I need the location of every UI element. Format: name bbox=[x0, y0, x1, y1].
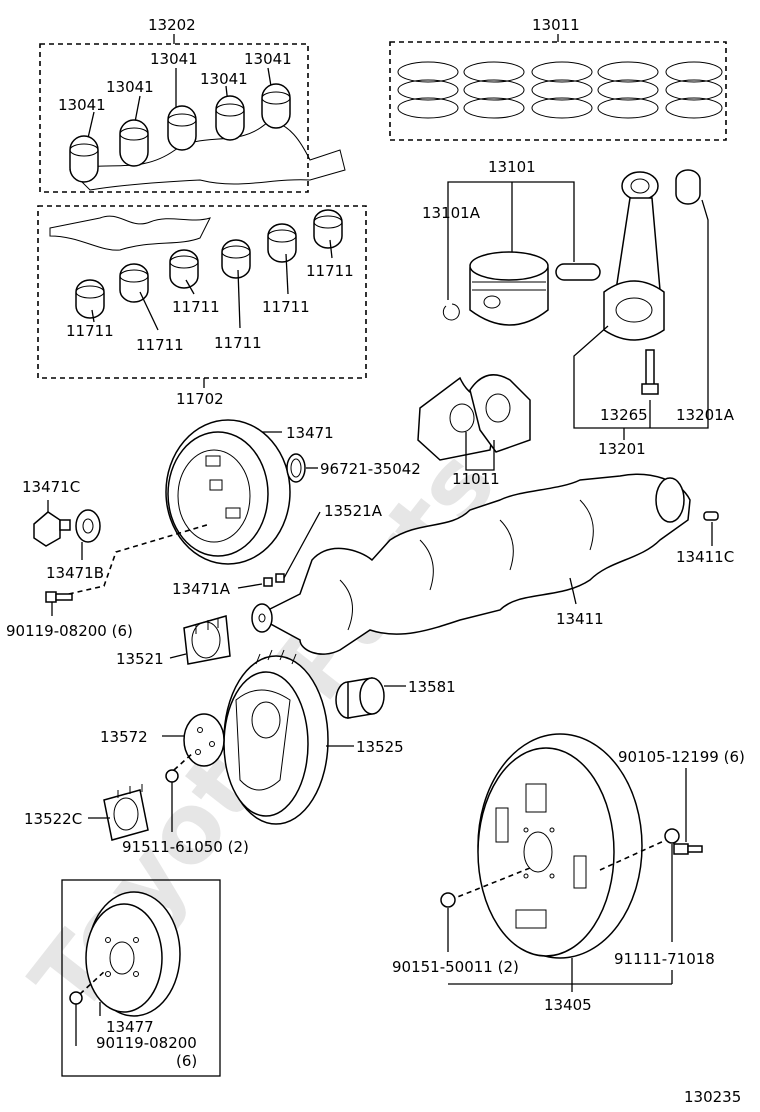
label-11711: 11711 bbox=[136, 336, 184, 354]
label-13265: 13265 bbox=[600, 406, 648, 424]
label-13522C: 13522C bbox=[24, 810, 82, 828]
label-13471: 13471 bbox=[286, 424, 334, 442]
figure-number: 130235 bbox=[684, 1088, 741, 1106]
bearing-shell bbox=[215, 95, 245, 141]
label-13101: 13101 bbox=[488, 158, 536, 176]
crank-pin-dowel bbox=[703, 511, 719, 521]
bearing-shell bbox=[75, 279, 105, 319]
piston-ring bbox=[463, 61, 525, 119]
bearing-shell bbox=[169, 249, 199, 289]
label-13581: 13581 bbox=[408, 678, 456, 696]
crank-spacer bbox=[335, 677, 385, 719]
piston-ring bbox=[665, 61, 723, 119]
piston-pin bbox=[555, 263, 601, 281]
label-90151: 90151-50011 (2) bbox=[392, 958, 519, 976]
bearing-shell bbox=[313, 209, 343, 249]
label-13202: 13202 bbox=[148, 16, 196, 34]
piston-ring bbox=[397, 61, 459, 119]
piston-ring-set bbox=[389, 34, 727, 141]
label-qty: (6) bbox=[176, 1052, 197, 1070]
label-13521A: 13521A bbox=[324, 502, 383, 520]
conrod-bolt bbox=[641, 349, 659, 395]
label-11711: 11711 bbox=[66, 322, 114, 340]
badge-b bbox=[664, 828, 680, 844]
label-13101A: 13101A bbox=[422, 204, 481, 222]
label-90119: 90119-08200 bbox=[96, 1034, 197, 1052]
flywheel bbox=[477, 733, 643, 959]
label-13477: 13477 bbox=[106, 1018, 154, 1036]
bearing-shell bbox=[267, 223, 297, 263]
conrod-bearing bbox=[675, 169, 701, 205]
label-13041: 13041 bbox=[58, 96, 106, 114]
label-13471C: 13471C bbox=[22, 478, 80, 496]
label-13525: 13525 bbox=[356, 738, 404, 756]
pulley-bolt bbox=[33, 511, 71, 547]
piston bbox=[469, 251, 549, 326]
woodruff-key bbox=[263, 573, 285, 587]
crankshaft bbox=[251, 473, 691, 655]
pulley-washer bbox=[75, 509, 101, 543]
bearing-shell bbox=[167, 105, 197, 151]
badge-s bbox=[440, 892, 456, 908]
label-13041: 13041 bbox=[150, 50, 198, 68]
bearing-shell bbox=[221, 239, 251, 279]
crank-upper-bearing-set bbox=[39, 34, 346, 193]
thrust-washer-set bbox=[417, 374, 531, 461]
crank-gear-small bbox=[103, 784, 149, 841]
crank-pulley bbox=[165, 419, 291, 565]
label-11711: 11711 bbox=[172, 298, 220, 316]
label-11711: 11711 bbox=[262, 298, 310, 316]
label-90119: 90119-08200 (6) bbox=[6, 622, 133, 640]
bearing-shell bbox=[69, 135, 99, 183]
drive-plate-inset bbox=[61, 879, 221, 1077]
label-91111: 91111-71018 bbox=[614, 950, 715, 968]
label-96721: 96721-35042 bbox=[320, 460, 421, 478]
label-13201A: 13201A bbox=[676, 406, 735, 424]
bearing-shell bbox=[119, 263, 149, 303]
small-bolt bbox=[45, 591, 73, 603]
label-13041: 13041 bbox=[106, 78, 154, 96]
connecting-rod bbox=[603, 171, 665, 341]
crank-lower-bearing-set bbox=[37, 205, 367, 388]
label-11702: 11702 bbox=[176, 390, 224, 408]
label-11711: 11711 bbox=[306, 262, 354, 280]
label-13411: 13411 bbox=[556, 610, 604, 628]
flywheel-bolt bbox=[673, 843, 703, 855]
seal-ring bbox=[286, 453, 306, 483]
timing-plate bbox=[183, 713, 225, 767]
piston-ring bbox=[531, 61, 593, 119]
label-13405: 13405 bbox=[544, 996, 592, 1014]
badge-b bbox=[165, 769, 179, 783]
label-13201: 13201 bbox=[598, 440, 646, 458]
label-13471B: 13471B bbox=[46, 564, 104, 582]
crank-gear-large bbox=[223, 649, 329, 825]
bearing-shell bbox=[119, 119, 149, 167]
label-13011: 13011 bbox=[532, 16, 580, 34]
crank-timing-gear bbox=[183, 615, 231, 665]
label-11011: 11011 bbox=[452, 470, 500, 488]
piston-ring bbox=[597, 61, 659, 119]
label-13041: 13041 bbox=[200, 70, 248, 88]
label-90105: 90105-12199 (6) bbox=[618, 748, 745, 766]
label-11711: 11711 bbox=[214, 334, 262, 352]
label-13411C: 13411C bbox=[676, 548, 734, 566]
label-13471A: 13471A bbox=[172, 580, 231, 598]
label-13572: 13572 bbox=[100, 728, 148, 746]
label-13041: 13041 bbox=[244, 50, 292, 68]
label-13521: 13521 bbox=[116, 650, 164, 668]
bearing-shell bbox=[261, 83, 291, 129]
snap-ring bbox=[442, 303, 460, 321]
label-91511: 91511-61050 (2) bbox=[122, 838, 249, 856]
